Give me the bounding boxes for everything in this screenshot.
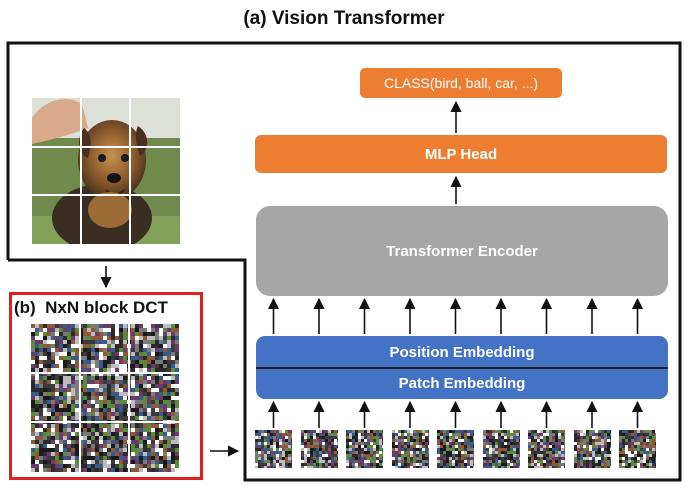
dct-patch xyxy=(346,430,383,468)
dct-patch xyxy=(528,430,565,468)
dct-patch xyxy=(573,430,611,468)
dct-panel-label: (b) NxN block DCT xyxy=(14,298,168,317)
vit-panel-border xyxy=(6,41,682,482)
dct-patch xyxy=(482,430,520,468)
class-output-box: CLASS(bird, ball, car, ...) xyxy=(360,68,562,98)
dct-patch xyxy=(437,430,474,468)
figure-title: (a) Vision Transformer xyxy=(243,8,445,29)
dog-input-image xyxy=(32,98,180,244)
dct-patch xyxy=(619,430,656,468)
transformer-encoder-box: Transformer Encoder xyxy=(256,206,668,296)
dct-noise-image xyxy=(31,324,179,472)
dct-patch xyxy=(391,430,429,468)
dct-patch xyxy=(300,430,338,468)
position-embedding-label: Position Embedding xyxy=(389,343,535,361)
embedding-divider xyxy=(256,367,668,369)
dct-patch xyxy=(255,430,292,468)
patch-embedding-label: Patch Embedding xyxy=(398,375,526,392)
mlp-head-box: MLP Head xyxy=(255,135,667,173)
